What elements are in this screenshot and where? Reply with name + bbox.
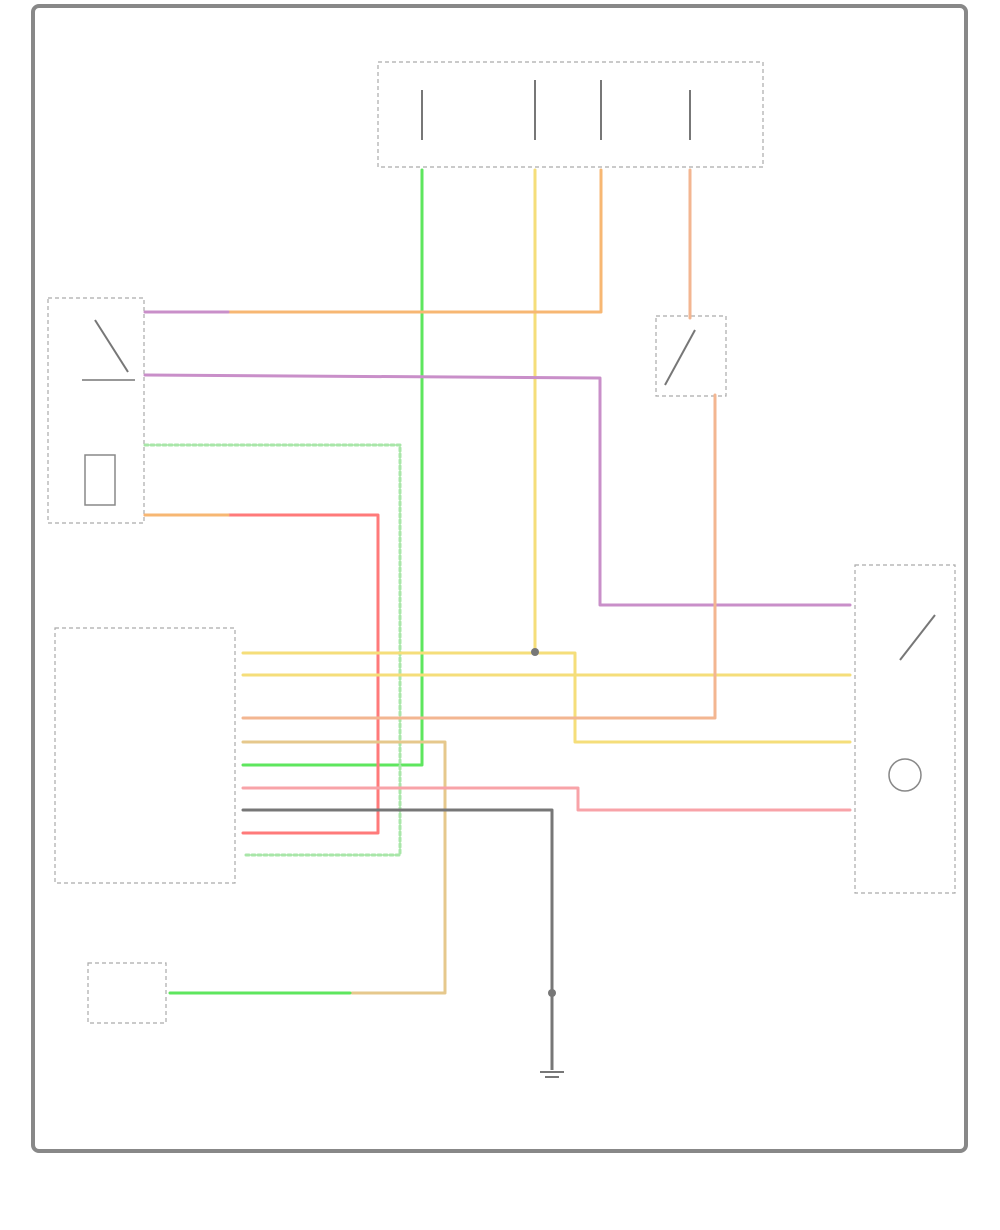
wire-purple xyxy=(143,373,852,607)
lock-switch xyxy=(47,297,145,524)
wire-pink xyxy=(241,786,852,812)
ground-device xyxy=(87,962,167,1024)
lock-switch-box xyxy=(47,297,145,524)
splice-point-2 xyxy=(548,989,556,997)
fuse-block xyxy=(377,61,764,168)
wire-peach-2 xyxy=(241,393,717,720)
stop-lamp-switch xyxy=(655,315,727,397)
wires xyxy=(143,168,852,1052)
wire-green xyxy=(241,168,424,767)
park-switch xyxy=(854,564,956,894)
wire-yellow-2 xyxy=(241,651,852,744)
shift-lock-module xyxy=(54,627,236,884)
wire-orange xyxy=(226,168,603,314)
wire-gray xyxy=(241,808,554,1052)
ground-device-box xyxy=(87,962,167,1024)
park-switch-box xyxy=(854,564,956,894)
fuse-block-box xyxy=(377,61,764,168)
wire-lightgreen xyxy=(143,443,402,857)
wire-tan xyxy=(241,740,447,995)
diagram-frame xyxy=(31,4,968,1153)
splice-point-1 xyxy=(531,648,539,656)
shift-lock-module-box xyxy=(54,627,236,884)
ground-symbol xyxy=(540,1050,564,1078)
